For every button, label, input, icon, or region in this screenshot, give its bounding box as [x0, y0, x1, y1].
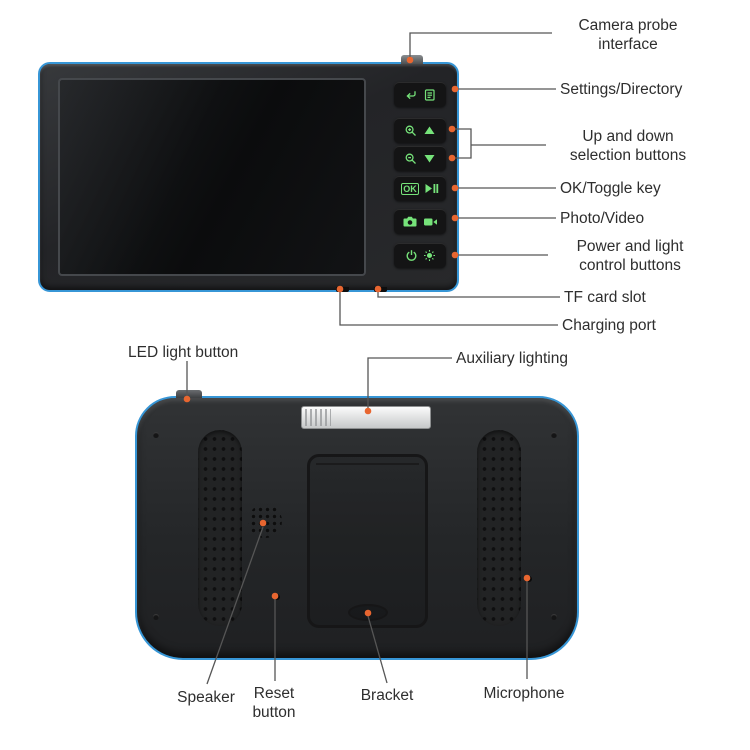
device-screen [58, 78, 366, 276]
microphone-hole [526, 576, 532, 582]
reset-hole [274, 594, 280, 600]
play-pause-icon [425, 184, 438, 193]
zoom-down-button [394, 146, 446, 171]
down-arrow-icon [424, 155, 435, 163]
screw [551, 432, 557, 438]
zoom-in-icon [405, 125, 416, 136]
bracket-notch [347, 604, 388, 621]
zoom-out-icon [405, 153, 416, 164]
callout-auxiliary-lighting: Auxiliary lighting [456, 350, 568, 367]
callout-ok-toggle: OK/Toggle key [560, 180, 661, 197]
device-front-view: OK [38, 55, 459, 292]
callout-bracket: Bracket [360, 687, 414, 704]
callout-tf-card-slot: TF card slot [564, 289, 646, 306]
auxiliary-light-strip [301, 406, 431, 429]
leader-charging-port [339, 289, 558, 326]
left-speaker-grille [198, 430, 242, 626]
settings-directory-button [394, 82, 446, 107]
callout-charging-port: Charging port [562, 317, 656, 334]
camera-probe-connector [401, 55, 423, 64]
directory-icon [424, 88, 435, 101]
callout-up-down-buttons: Up and down selection buttons [569, 128, 687, 164]
leader-camera-probe [409, 32, 552, 60]
bracket-hinge [316, 463, 419, 465]
video-icon [423, 218, 437, 225]
right-speaker-grille [477, 430, 521, 626]
kickstand-bracket [307, 454, 428, 628]
speaker-holes [248, 504, 282, 538]
tf-card-slot [374, 287, 387, 292]
photo-icon [403, 216, 416, 227]
screw [551, 614, 557, 620]
leader-up-down-bracket [452, 128, 546, 159]
power-icon [406, 250, 416, 261]
ok-label: OK [401, 182, 419, 195]
screw [153, 614, 159, 620]
ok-toggle-button: OK [394, 176, 446, 201]
charging-port [336, 287, 349, 292]
callout-led-light-button: LED light button [128, 344, 239, 361]
callout-speaker: Speaker [177, 689, 235, 706]
zoom-up-button [394, 118, 446, 143]
up-arrow-icon [424, 126, 435, 134]
callout-reset-button: Reset button [252, 685, 296, 721]
callout-microphone: Microphone [483, 685, 565, 702]
callout-power-light: Power and light control buttons [576, 238, 684, 274]
led-light-button [176, 390, 202, 398]
return-icon [406, 90, 416, 99]
callout-photo-video: Photo/Video [560, 210, 645, 227]
screw [153, 432, 159, 438]
power-light-button [394, 243, 446, 268]
photo-video-button [394, 209, 446, 234]
callout-settings-directory: Settings/Directory [560, 81, 683, 98]
callout-camera-probe-interface: Camera probe interface [578, 17, 678, 53]
device-back-view [135, 390, 579, 660]
light-icon [423, 250, 435, 261]
